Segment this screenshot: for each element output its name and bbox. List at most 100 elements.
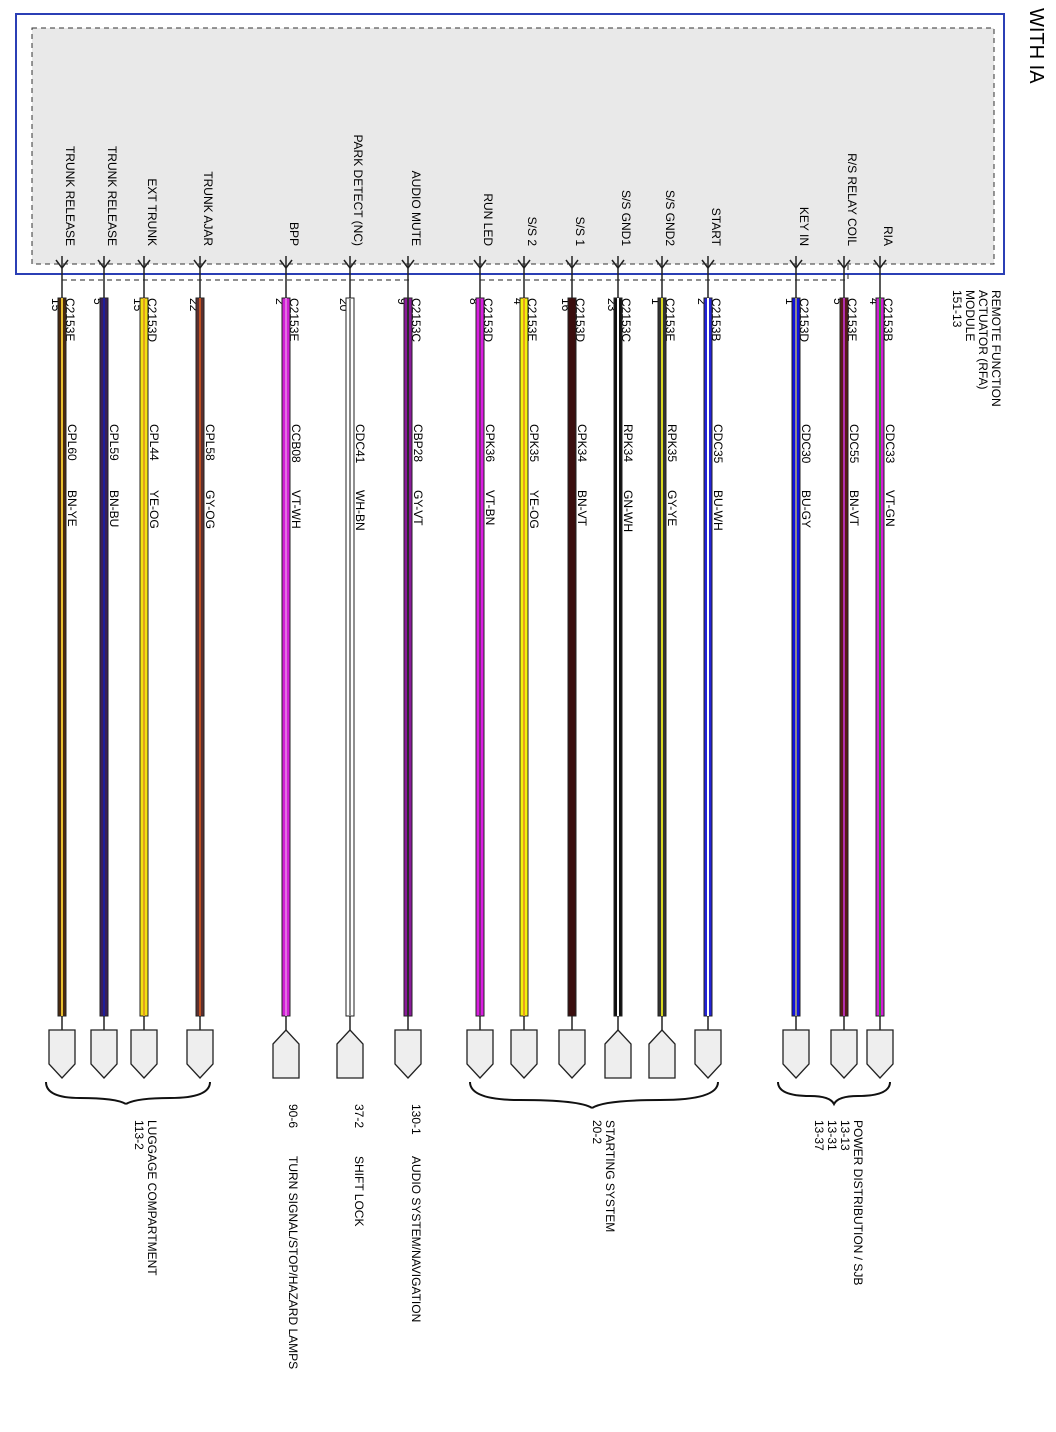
wire-color-code: GY-VT xyxy=(411,490,425,526)
wire-color-code: BN-VT xyxy=(847,490,861,527)
inline-connector xyxy=(272,1029,300,1079)
circuit-code: CBP28 xyxy=(411,424,425,462)
circuit-code: CDC41 xyxy=(353,424,367,464)
module-body xyxy=(31,27,995,265)
wire-stripe xyxy=(707,298,709,1016)
dest-power-distribution-title: POWER DISTRIBUTION / SJB xyxy=(851,1120,865,1285)
signal-label: S/S GND1 xyxy=(619,190,633,246)
dest-shift-lock-name: SHIFT LOCK xyxy=(352,1156,366,1226)
dest-power-distribution-ref-2: 13-31 xyxy=(825,1120,839,1151)
connector-bracket-right xyxy=(480,262,849,281)
dest-turn-signal-name: TURN SIGNAL/STOP/HAZARD LAMPS xyxy=(286,1156,300,1369)
pin-number: 2 xyxy=(695,298,709,305)
signal-label: S/S GND2 xyxy=(663,190,677,246)
wire-stripe xyxy=(795,298,797,1016)
pin-arrow xyxy=(789,259,803,270)
wire-stripe xyxy=(61,298,63,1016)
wire-color-code: BN-BU xyxy=(107,490,121,527)
dest-audio-system-ref: 130-1 xyxy=(409,1104,423,1135)
wire-color-code: WH-BN xyxy=(353,490,367,531)
pin-arrow xyxy=(701,259,715,270)
dest-power-distribution-ref-1: 13-13 xyxy=(838,1120,852,1151)
circuit-code: RPK34 xyxy=(621,424,635,462)
circuit-code: CPL59 xyxy=(107,424,121,461)
wire-color-code: BU-WH xyxy=(711,490,725,531)
pin-arrow xyxy=(137,259,151,270)
pin-arrow xyxy=(97,259,111,270)
circuit-code: CPL60 xyxy=(65,424,79,461)
wire-color-code: GY-OG xyxy=(203,490,217,529)
wire-color-code: YE-OG xyxy=(527,490,541,529)
pin-number: 5 xyxy=(831,298,845,305)
dest-luggage-ref: 113-2 xyxy=(132,1120,146,1150)
pin-arrow xyxy=(873,259,887,270)
wire-color-code: BU-GY xyxy=(799,490,813,528)
circuit-code: CDC55 xyxy=(847,424,861,464)
inline-connector xyxy=(186,1029,214,1079)
destination-braces xyxy=(45,1081,891,1109)
pin-arrow xyxy=(517,259,531,270)
signal-label: S/S 1 xyxy=(573,217,587,247)
inline-connector xyxy=(130,1029,158,1079)
inline-connector xyxy=(830,1029,858,1079)
dest-starting-system-title: STARTING SYSTEM xyxy=(603,1120,617,1232)
brace-luggage-a xyxy=(45,1081,127,1105)
wire-stripe xyxy=(199,298,201,1016)
pin-arrow xyxy=(55,259,69,270)
module-title-line-4: 151-13 xyxy=(950,290,964,328)
wire-color-code: GN-WH xyxy=(621,490,635,532)
wire-color-code: BN-YE xyxy=(65,490,79,527)
signal-label: S/S 2 xyxy=(525,217,539,247)
circuit-code: CDC30 xyxy=(799,424,813,464)
inline-connector xyxy=(336,1029,364,1079)
pin-arrow xyxy=(655,259,669,270)
module-title-line-2: ACTUATOR (RFA) xyxy=(976,290,990,390)
wire-stripe xyxy=(143,298,145,1016)
brace-starting-system-b xyxy=(591,1081,719,1109)
signal-label: EXT TRUNK xyxy=(145,178,159,246)
pin-number: 4 xyxy=(511,298,525,305)
wire-stripe xyxy=(843,298,845,1016)
module-title-line-3: MODULE xyxy=(963,290,977,341)
signal-label: BPP xyxy=(287,222,301,246)
wire-stripe xyxy=(479,298,481,1016)
dest-power-distribution-ref-3: 13-37 xyxy=(812,1120,826,1151)
dest-turn-signal-ref: 90-6 xyxy=(286,1104,300,1128)
circuit-code: CCB08 xyxy=(289,424,303,463)
signal-label: R/S RELAY COIL xyxy=(845,153,859,246)
pin-arrow xyxy=(401,259,415,270)
inline-connector xyxy=(866,1029,894,1079)
pin-arrow xyxy=(343,259,357,270)
pin-arrow xyxy=(279,259,293,270)
dest-audio-system-name: AUDIO SYSTEM/NAVIGATION xyxy=(409,1156,423,1322)
dest-luggage-title: LUGGAGE COMPARTMENT xyxy=(145,1120,159,1276)
signal-label: RIA xyxy=(881,226,895,246)
signal-label: AUDIO MUTE xyxy=(409,171,423,246)
wire-stripe xyxy=(407,298,409,1016)
wire-stripe xyxy=(571,298,573,1016)
inline-connector xyxy=(782,1029,810,1079)
inline-connector xyxy=(90,1029,118,1079)
circuit-code: CPK34 xyxy=(575,424,589,462)
pin-arrow xyxy=(193,259,207,270)
dest-shift-lock-ref: 37-2 xyxy=(352,1104,366,1128)
inline-connector xyxy=(394,1029,422,1079)
signal-label: RUN LED xyxy=(481,193,495,246)
wire-stripe xyxy=(349,298,351,1016)
circuit-code: RPK35 xyxy=(665,424,679,462)
dest-starting-system-ref: 20-2 xyxy=(590,1120,604,1144)
brace-power-distribution xyxy=(777,1081,891,1107)
